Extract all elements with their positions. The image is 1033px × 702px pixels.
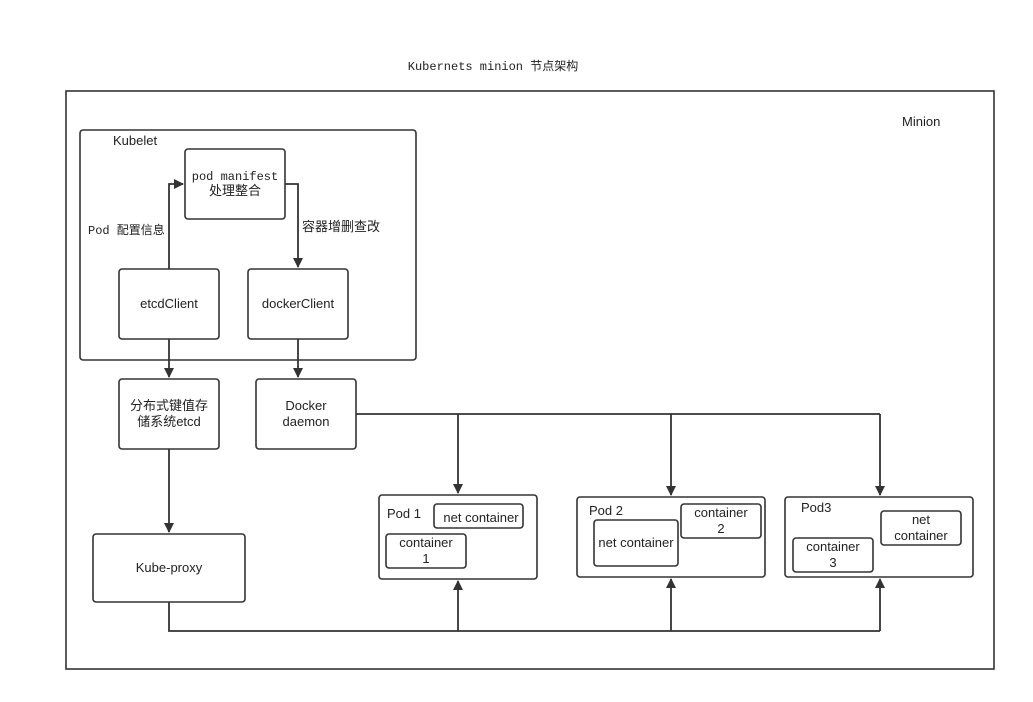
docker-client-label: dockerClient xyxy=(262,296,335,311)
etcd-store-node[interactable]: 分布式键值存 储系统etcd xyxy=(118,378,220,450)
etcd-client-node[interactable]: etcdClient xyxy=(118,268,220,340)
edge-etcdclient-to-manifest xyxy=(168,179,184,269)
pod-1-node[interactable]: Pod 1 net container container 1 xyxy=(378,494,538,580)
etcd-store-line2: 储系统etcd xyxy=(137,414,201,429)
pod-3-node[interactable]: Pod3 net container container 3 xyxy=(784,496,974,578)
diagram-title: Kubernets minion 节点架构 xyxy=(408,58,578,74)
kubelet-label: Kubelet xyxy=(113,133,157,148)
edge-label-container-crud: 容器增删查改 xyxy=(302,219,380,234)
pod-3-net-container-line2: container xyxy=(894,528,948,543)
pod-3-container-line1: container xyxy=(806,539,860,554)
pod-2-container[interactable]: container 2 xyxy=(680,503,762,539)
pod-3-net-container[interactable]: net container xyxy=(880,510,962,546)
pod-1-label: Pod 1 xyxy=(387,506,421,521)
pod-manifest-line1: pod manifest xyxy=(192,170,278,184)
edge-kubeproxy-bus xyxy=(168,602,880,632)
kubelet-frame xyxy=(79,129,417,361)
pod-manifest-node[interactable]: pod manifest 处理整合 xyxy=(184,148,286,220)
etcd-store-line1: 分布式键值存 xyxy=(130,398,208,413)
edge-label-pod-config: Pod 配置信息 xyxy=(88,222,165,238)
pod-1-net-container[interactable]: net container xyxy=(433,503,524,529)
pod-3-container[interactable]: container 3 xyxy=(792,537,874,573)
pod-1-container-line1: container xyxy=(399,535,453,550)
pod-1-net-container-label: net container xyxy=(443,510,519,525)
etcd-client-label: etcdClient xyxy=(140,296,198,311)
pod-3-label: Pod3 xyxy=(801,500,831,515)
pod-2-container-line2: 2 xyxy=(717,521,724,536)
pod-1-container-line2: 1 xyxy=(422,551,429,566)
edge-manifest-to-dockerclient xyxy=(285,183,303,268)
pod-1-container[interactable]: container 1 xyxy=(385,533,467,569)
pod-2-node[interactable]: Pod 2 container 2 net container xyxy=(576,496,766,578)
kube-proxy-label: Kube-proxy xyxy=(136,560,203,575)
minion-label: Minion xyxy=(902,114,940,129)
pod-2-net-container-label: net container xyxy=(598,535,674,550)
pod-3-container-line2: 3 xyxy=(829,555,836,570)
pod-2-label: Pod 2 xyxy=(589,503,623,518)
docker-daemon-line1: Docker xyxy=(285,398,327,413)
docker-daemon-line2: daemon xyxy=(283,414,330,429)
pod-manifest-line2: 处理整合 xyxy=(209,183,261,198)
pod-3-net-container-line1: net xyxy=(912,512,930,527)
docker-client-node[interactable]: dockerClient xyxy=(247,268,349,340)
kube-proxy-node[interactable]: Kube-proxy xyxy=(92,533,246,603)
pod-2-container-line1: container xyxy=(694,505,748,520)
pod-2-net-container[interactable]: net container xyxy=(593,519,679,567)
docker-daemon-node[interactable]: Docker daemon xyxy=(255,378,357,450)
minion-frame xyxy=(65,90,995,670)
